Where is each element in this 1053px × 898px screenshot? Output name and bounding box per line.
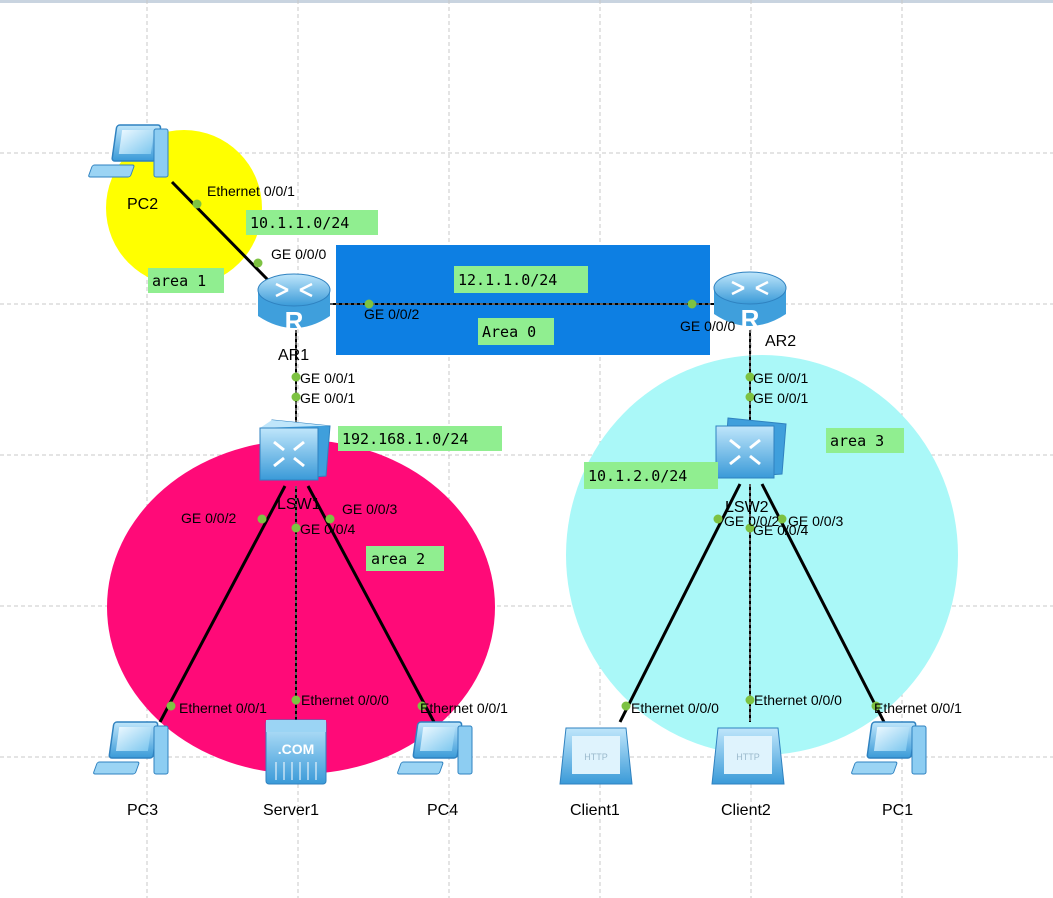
port-label: Ethernet 0/0/1 — [420, 700, 508, 716]
port-dots — [166, 199, 881, 711]
port-label: Ethernet 0/0/1 — [207, 183, 295, 199]
window-top-border — [0, 0, 1053, 3]
client-glyph: HTTP — [584, 752, 608, 762]
port-label: GE 0/0/3 — [788, 513, 843, 529]
subnet-label-lsw1: 192.168.1.0/24 — [342, 430, 468, 448]
port-label: GE 0/0/0 — [271, 246, 326, 262]
client-glyph: HTTP — [736, 752, 760, 762]
area-3-label: area 3 — [830, 432, 884, 450]
port-label: Ethernet 0/0/0 — [301, 692, 389, 708]
device-label-pc3: PC3 — [127, 802, 158, 819]
subnet-label-pc2: 10.1.1.0/24 — [250, 214, 349, 232]
port-label: GE 0/0/1 — [753, 390, 808, 406]
area-1-label: area 1 — [152, 272, 206, 290]
device-label-pc1: PC1 — [882, 802, 913, 819]
pc-icon[interactable] — [851, 721, 927, 775]
port-label: GE 0/0/1 — [300, 390, 355, 406]
area-3-shape[interactable] — [566, 355, 958, 755]
device-label-server1: Server1 — [263, 802, 319, 819]
port-label: Ethernet 0/0/1 — [179, 700, 267, 716]
device-label-ar2: AR2 — [765, 333, 796, 350]
device-label-pc4: PC4 — [427, 802, 458, 819]
port-label: GE 0/0/4 — [753, 522, 808, 538]
port-label: GE 0/0/1 — [300, 370, 355, 386]
device-label-pc2: PC2 — [127, 196, 158, 213]
port-label: GE 0/0/3 — [342, 501, 397, 517]
device-label-ar1: AR1 — [278, 347, 309, 364]
subnet-label-lsw2: 10.1.2.0/24 — [588, 467, 687, 485]
router-glyph: R — [741, 304, 760, 334]
area-2-shape[interactable] — [107, 440, 495, 774]
router-glyph: R — [285, 306, 304, 336]
port-label: Ethernet 0/0/0 — [754, 692, 842, 708]
server-glyph: .COM — [278, 741, 315, 757]
pc-icon[interactable] — [397, 721, 473, 775]
client-icon[interactable]: HTTP — [711, 727, 785, 785]
client-icon[interactable]: HTTP — [559, 727, 633, 785]
area-1-shape[interactable] — [106, 130, 262, 286]
port-label: GE 0/0/0 — [680, 318, 735, 334]
device-label-client2: Client2 — [721, 802, 771, 819]
link-lsw1-pc4[interactable] — [306, 485, 436, 723]
area-2-label: area 2 — [371, 550, 425, 568]
link-lsw1-pc3[interactable] — [158, 485, 287, 723]
port-label: Ethernet 0/0/1 — [874, 700, 962, 716]
port-label: GE 0/0/2 — [181, 510, 236, 526]
port-label: GE 0/0/2 — [364, 306, 419, 322]
link-lsw2-pc1[interactable] — [760, 483, 886, 723]
link-pc2-ar1[interactable] — [170, 180, 270, 282]
link-lsw2-client1[interactable] — [618, 483, 742, 723]
server-icon[interactable]: .COM — [265, 719, 327, 785]
port-label: GE 0/0/4 — [300, 521, 355, 537]
port-label: GE 0/0/2 — [724, 513, 779, 529]
area-0-label: Area 0 — [482, 323, 536, 341]
pc-icon[interactable] — [88, 124, 169, 178]
switch-icon-lsw2[interactable] — [715, 417, 787, 479]
device-label-lsw2: LSW2 — [725, 499, 769, 516]
switch-icon-lsw1[interactable] — [259, 419, 331, 481]
subnet-label-backbone: 12.1.1.0/24 — [458, 271, 557, 289]
port-label: GE 0/0/1 — [753, 370, 808, 386]
pc-icon[interactable] — [93, 721, 169, 775]
port-label: Ethernet 0/0/0 — [631, 700, 719, 716]
device-label-lsw1: LSW1 — [277, 496, 321, 513]
device-label-client1: Client1 — [570, 802, 620, 819]
router-icon-ar2[interactable]: R — [713, 271, 787, 334]
router-icon-ar1[interactable]: R — [257, 273, 331, 336]
